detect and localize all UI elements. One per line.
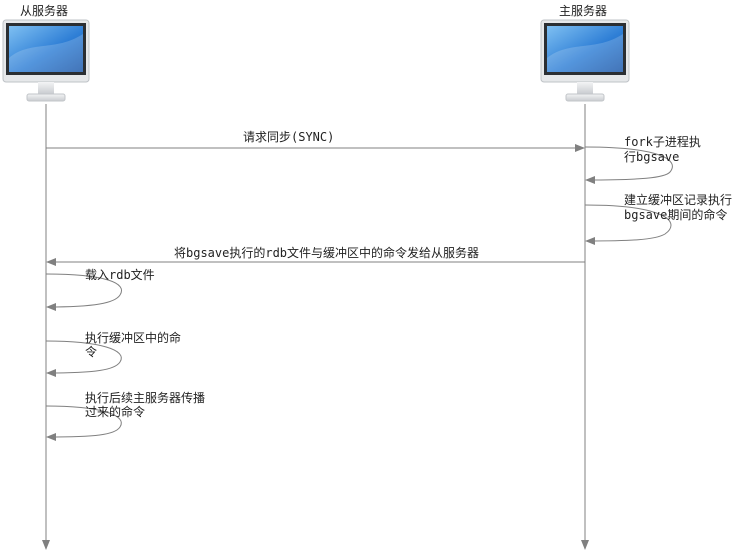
slave-server-icon (2, 19, 90, 102)
master-server-icon (540, 19, 630, 102)
load-rdb-label: 载入rdb文件 (85, 268, 155, 282)
sync-request-label: 请求同步(SYNC) (243, 130, 335, 144)
master-server-label: 主服务器 (559, 4, 608, 18)
exec-propagated-label-line1: 执行后续主服务器传播 (85, 391, 206, 405)
exec-propagated-label-line2: 过来的命令 (85, 405, 146, 419)
fork-bgsave-label-line1: fork子进程执 (624, 135, 701, 149)
exec-propagated-loop (45, 405, 122, 441)
exec-buffer-label-line1: 执行缓冲区中的命 (85, 331, 182, 345)
fork-bgsave-loop (584, 146, 673, 184)
load-rdb-loop (45, 273, 122, 311)
fork-bgsave-label-line2: 行bgsave (624, 150, 680, 164)
slave-server-label: 从服务器 (20, 4, 69, 18)
buffer-record-label-line2: bgsave期间的命令 (624, 208, 728, 222)
exec-buffer-loop (45, 340, 122, 377)
buffer-record-loop (584, 204, 672, 245)
send-rdb-label: 将bgsave执行的rdb文件与缓冲区中的命令发给从服务器 (174, 246, 480, 260)
exec-buffer-label-line2: 令 (85, 345, 98, 359)
buffer-record-label-line1: 建立缓冲区记录执行 (624, 193, 733, 207)
